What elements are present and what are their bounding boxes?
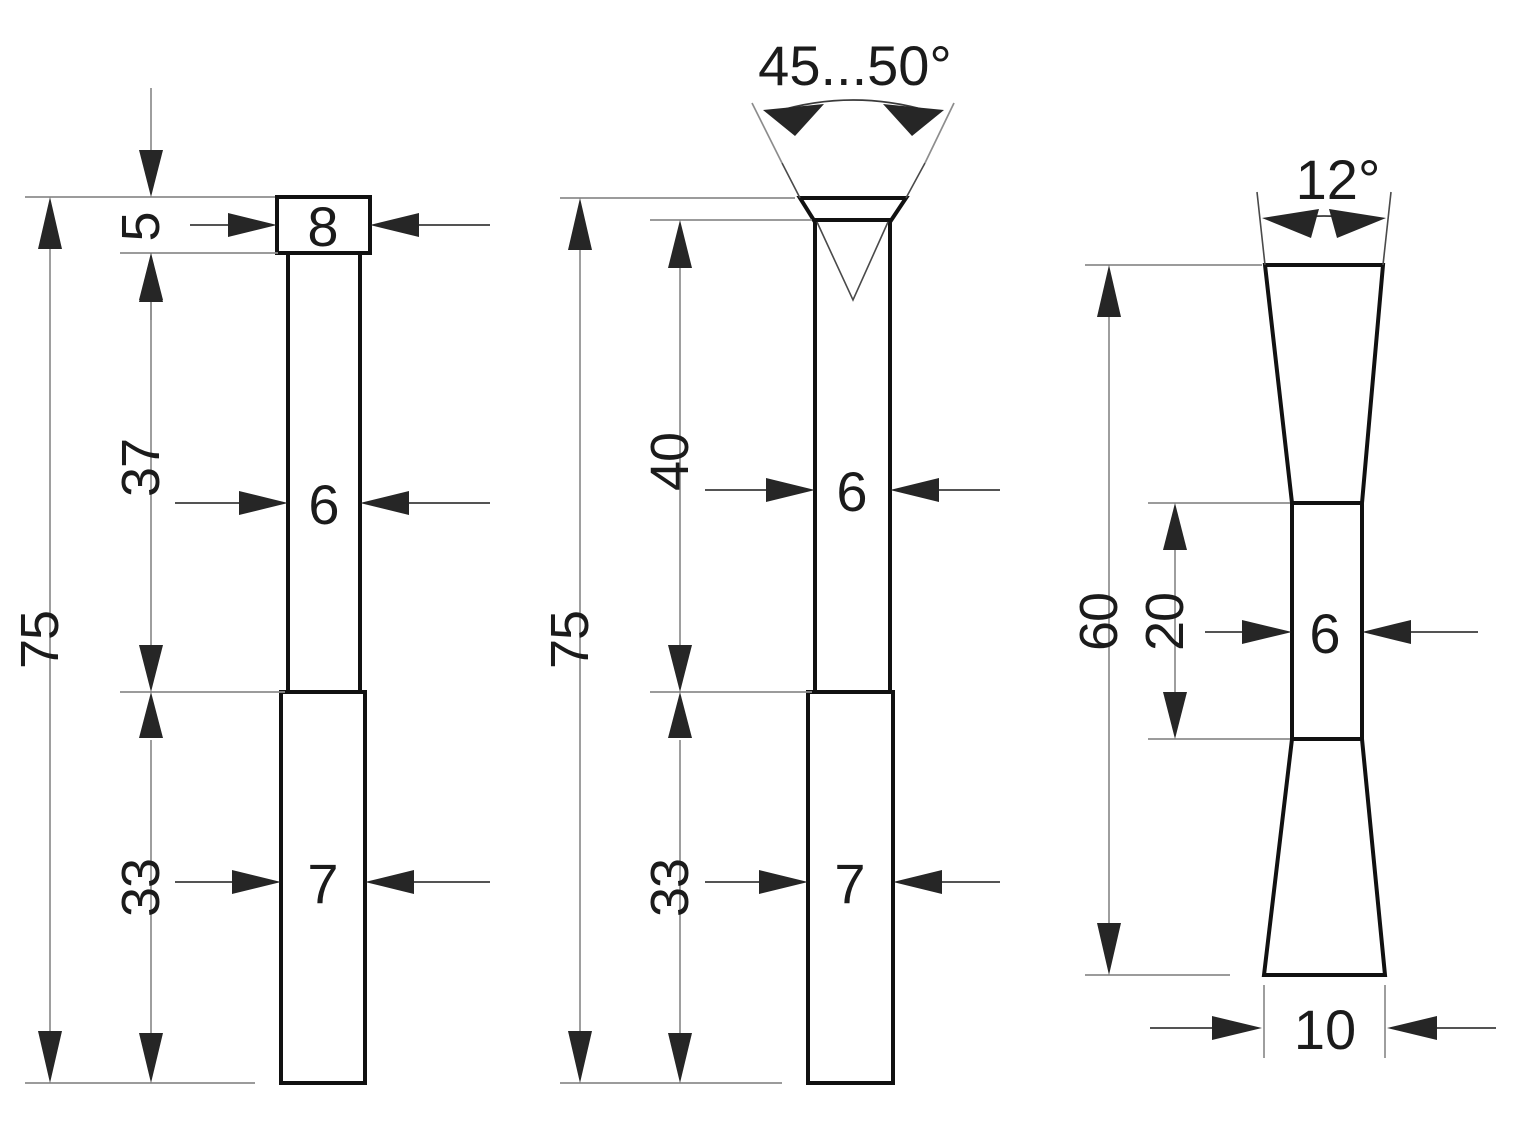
figure-3-taper-leader-left [1256,191,1266,266]
figure-3-label-6: 6 [1309,602,1340,665]
figure-3-part-geometry [1256,191,1392,977]
figure-2-chamfer-leader-right [905,162,926,199]
figure-1-dimension-75: 75 [10,197,70,1083]
figure-3-dimension-10: 10 [1150,985,1496,1061]
figure-3-gauge-section [1290,501,1364,741]
figure-3-dimension-20: 20 [1135,503,1195,739]
figure-2-lower-shaft [806,690,895,1085]
figure-1-dimension-37: 37 [111,253,171,692]
figure-3-lower-taper [1261,737,1388,977]
figure-3-label-10: 10 [1294,998,1356,1061]
figure-2-label-75: 75 [540,611,600,669]
figure-3-extension-lines [1085,264,1290,976]
figure-1-label-75: 75 [10,611,70,669]
figure-1-dimension-7: 7 [175,852,490,915]
figure-2-dimension-33: 33 [640,692,700,1083]
figure-2-dimension-40: 40 [640,220,700,692]
figure-2-label-7: 7 [834,852,865,915]
figure-2-notched-specimen: 45...50° 75 40 [540,34,1000,1085]
figure-3-dimension-6: 6 [1205,602,1478,665]
figure-1-flat-specimen-with-head: 75 5 37 33 [10,88,490,1085]
figure-2-label-angle: 45...50° [758,34,952,97]
figure-2-label-6: 6 [836,460,867,523]
figure-1-dimension-5: 5 [111,88,171,320]
figure-2-part-geometry [781,162,926,1085]
figure-1-extension-lines [25,196,285,1084]
figure-3-label-angle: 12° [1296,148,1381,211]
figure-1-dimension-33: 33 [111,692,171,1083]
figure-1-label-7: 7 [307,852,338,915]
figure-3-label-60: 60 [1069,593,1129,651]
figure-3-dimension-angle: 12° [1262,148,1386,238]
figure-2-label-40: 40 [640,433,700,491]
figure-3-label-20: 20 [1135,593,1195,651]
figure-1-upper-shaft [286,251,362,694]
figure-1-label-5: 5 [111,212,171,241]
figure-1-lower-shaft [279,690,367,1085]
figure-3-dimension-60: 60 [1069,265,1129,975]
figure-1-label-33: 33 [111,859,171,917]
figure-2-chamfer-leader-left [781,162,801,199]
figure-2-extension-lines [560,197,812,1084]
figure-2-upper-shaft [813,218,892,694]
figure-1-label-37: 37 [111,439,171,497]
figure-2-dimension-6: 6 [705,460,1000,523]
figure-2-dimension-75: 75 [540,198,600,1083]
figure-2-v-notch [816,221,889,302]
figure-2-label-33: 33 [640,859,700,917]
figure-1-part-geometry [275,195,372,1085]
figure-3-dogbone-specimen: 12° 60 20 [1069,148,1496,1061]
figure-1-dimension-6: 6 [175,473,490,536]
figure-1-label-8: 8 [307,195,338,258]
figure-3-taper-leader-right [1382,191,1392,266]
figure-2-dimension-7: 7 [705,852,1000,915]
figure-1-dimension-8: 8 [190,195,490,258]
figure-3-upper-taper [1262,263,1386,505]
figure-2-dimension-angle: 45...50° [751,34,955,164]
figure-1-label-6: 6 [308,473,339,536]
